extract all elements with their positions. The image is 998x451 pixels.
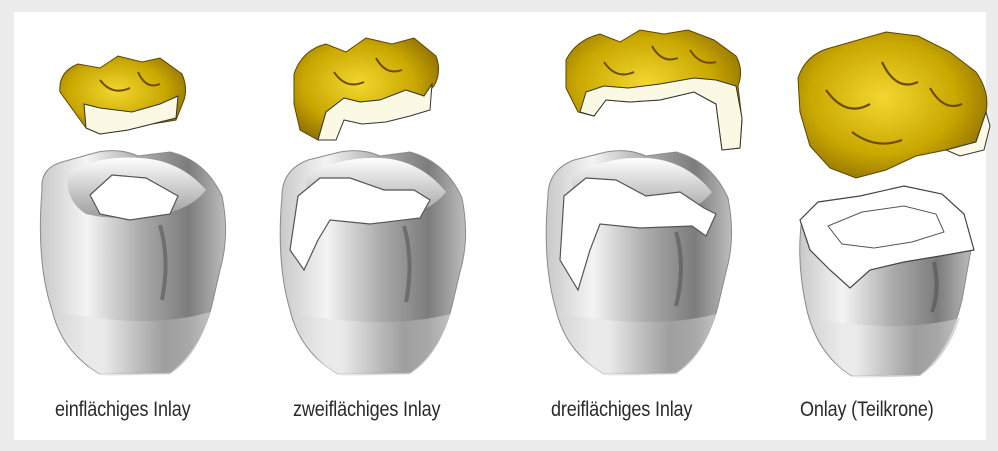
tooth-4 <box>800 186 974 378</box>
caption-one-surface-inlay: einflächiges Inlay <box>55 398 190 432</box>
caption-two-surface-inlay: zweiflächiges Inlay <box>293 398 440 432</box>
tooth-3 <box>546 151 731 376</box>
caption-three-surface-inlay: dreiflächiges Inlay <box>551 398 692 432</box>
inlay-one-surface-icon <box>60 56 186 134</box>
caption-onlay-partial-crown: Onlay (Teilkrone) <box>800 398 934 432</box>
tooth-2 <box>280 151 465 376</box>
onlay-partial-crown-icon <box>798 32 990 178</box>
tooth-1 <box>40 151 225 376</box>
inlay-three-surface-icon <box>566 30 742 150</box>
inlay-two-surface-icon <box>294 38 439 140</box>
